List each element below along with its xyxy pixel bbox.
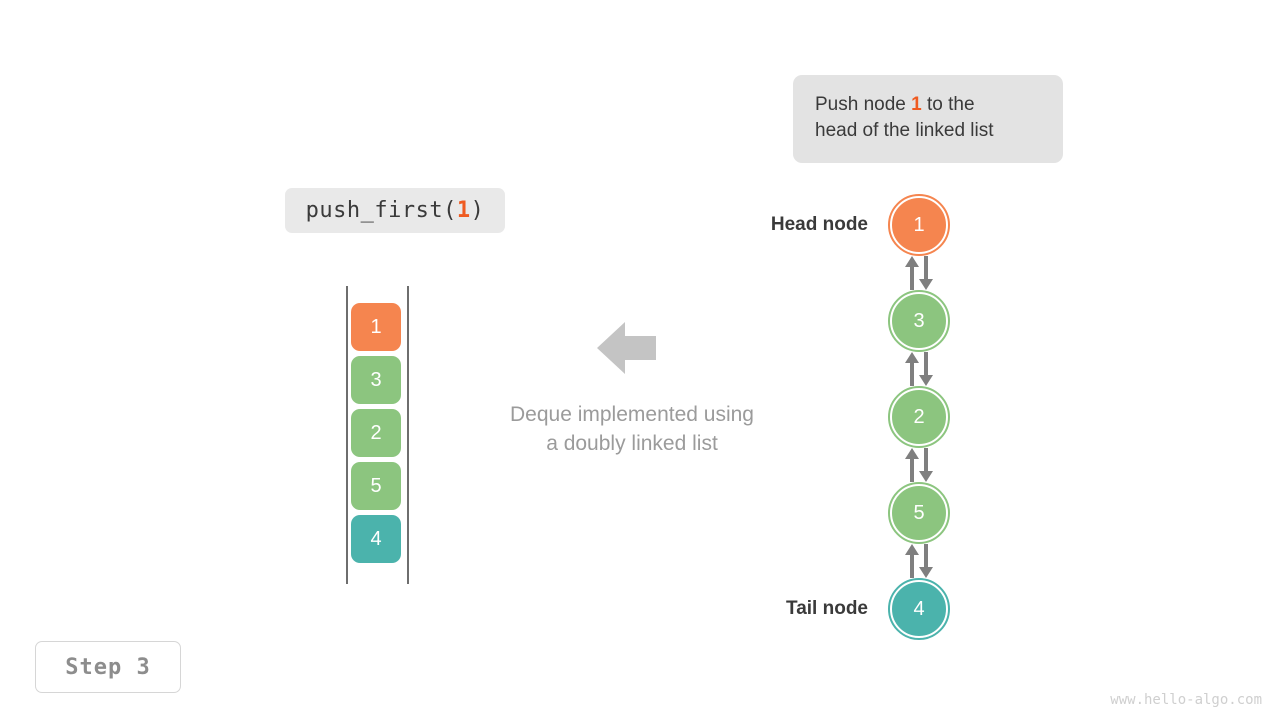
- caption-line1: Deque implemented using: [510, 403, 754, 426]
- linked-list-node: 1: [888, 194, 950, 256]
- doubly-linked-list-view: 1 3 2 5 4: [888, 194, 950, 640]
- linked-list-node: 2: [888, 386, 950, 448]
- array-cell: 3: [351, 356, 401, 404]
- callout-line1-prefix: Push node: [815, 94, 912, 115]
- code-argument: 1: [456, 198, 471, 223]
- array-cell-list: 1 3 2 5 4: [351, 303, 401, 568]
- array-rail-left: [346, 286, 348, 584]
- node-link-arrows: [888, 448, 950, 482]
- node-link-arrows: [888, 544, 950, 578]
- array-cell: 5: [351, 462, 401, 510]
- linked-list-node: 4: [888, 578, 950, 640]
- node-outer-ring: [888, 578, 950, 640]
- callout-highlight-value: 1: [911, 94, 922, 115]
- operation-code-chip: push_first(1): [285, 188, 505, 233]
- deque-array-view: 1 3 2 5 4: [340, 286, 414, 584]
- callout-box: Push node 1 to the head of the linked li…: [793, 75, 1063, 163]
- left-block-arrow-icon: [597, 322, 656, 374]
- head-node-label: Head node: [770, 214, 868, 235]
- callout-line2: head of the linked list: [815, 120, 994, 141]
- code-suffix: ): [470, 198, 485, 223]
- caption-line2: a doubly linked list: [546, 432, 718, 455]
- code-prefix: push_first(: [305, 198, 457, 223]
- node-link-arrows: [888, 352, 950, 386]
- callout-line1-suffix: to the: [921, 94, 975, 115]
- step-badge: Step 3: [35, 641, 181, 693]
- linked-list-node: 3: [888, 290, 950, 352]
- node-outer-ring: [888, 386, 950, 448]
- watermark: www.hello-algo.com: [1110, 692, 1262, 708]
- diagram-caption: Deque implemented using a doubly linked …: [452, 400, 812, 458]
- array-cell: 1: [351, 303, 401, 351]
- linked-list-node: 5: [888, 482, 950, 544]
- node-outer-ring: [888, 290, 950, 352]
- node-outer-ring: [888, 194, 950, 256]
- node-outer-ring: [888, 482, 950, 544]
- node-link-arrows: [888, 256, 950, 290]
- array-cell: 4: [351, 515, 401, 563]
- array-rail-right: [407, 286, 409, 584]
- tail-node-label: Tail node: [786, 598, 868, 619]
- array-cell: 2: [351, 409, 401, 457]
